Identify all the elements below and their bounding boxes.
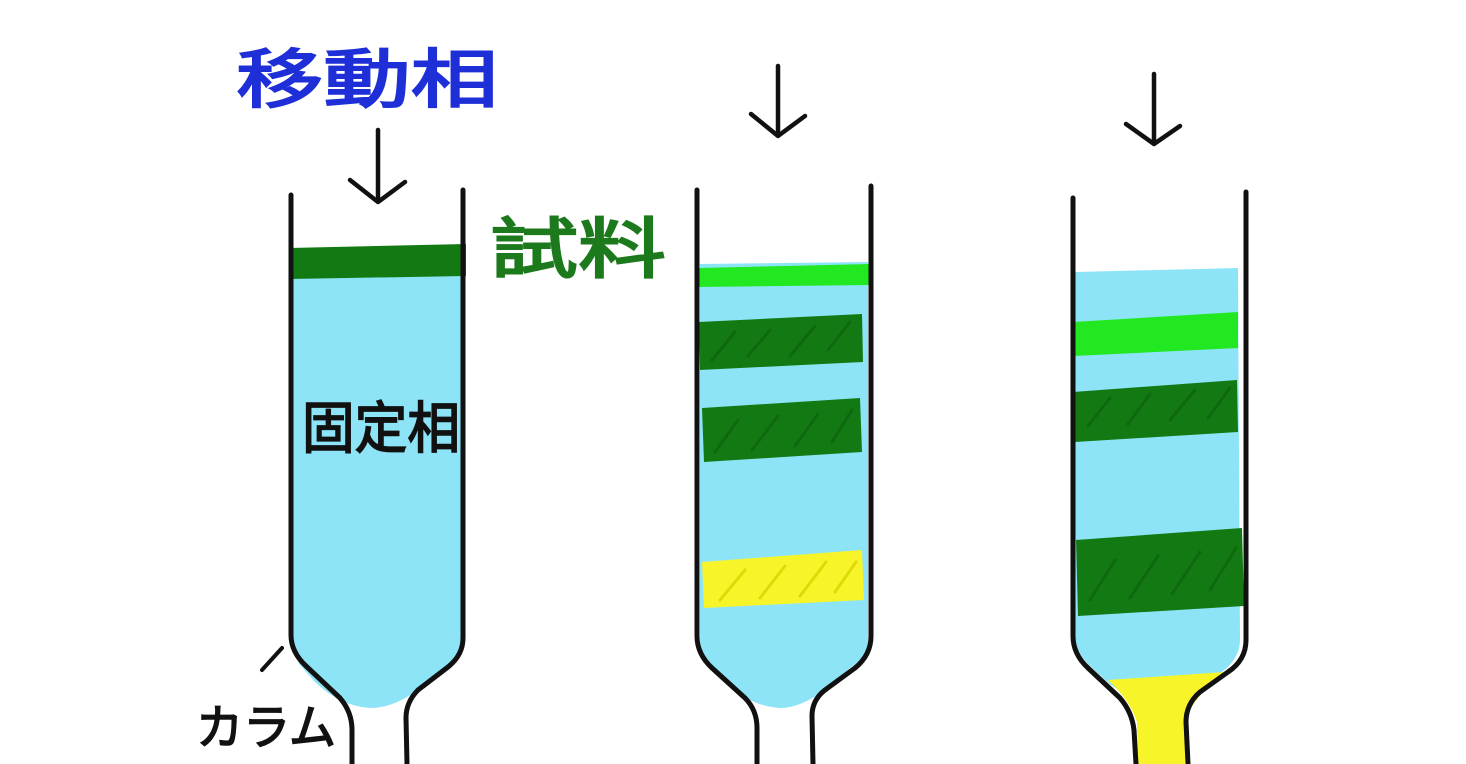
down-arrow-icon xyxy=(748,63,808,139)
column-outline-2 xyxy=(694,187,760,764)
dark-green-band xyxy=(1076,528,1244,616)
sample-band-initial xyxy=(289,244,466,279)
band-hatching xyxy=(710,320,1238,602)
stationary-phase-label: 固定相 xyxy=(302,397,460,462)
dark-green-band xyxy=(702,398,862,462)
column-eluting xyxy=(1070,71,1249,764)
mobile-phase-label: 移動相 xyxy=(236,44,498,118)
column-initial xyxy=(288,127,466,764)
column-separating xyxy=(694,63,874,764)
light-green-band xyxy=(1073,312,1238,356)
column-outline-1 xyxy=(288,192,355,764)
dark-green-band xyxy=(1073,380,1238,442)
yellow-hatching xyxy=(718,560,858,602)
column-outline-3 xyxy=(1070,195,1139,764)
stationary-phase-fill-1 xyxy=(291,262,462,708)
down-arrow-icon xyxy=(1123,71,1183,147)
column-label: カラム xyxy=(196,700,336,756)
sample-label: 試料 xyxy=(490,211,666,288)
column-pointer-line xyxy=(260,646,284,672)
dark-green-band xyxy=(699,314,863,370)
down-arrow-icon xyxy=(347,127,408,205)
light-green-band xyxy=(698,264,871,287)
